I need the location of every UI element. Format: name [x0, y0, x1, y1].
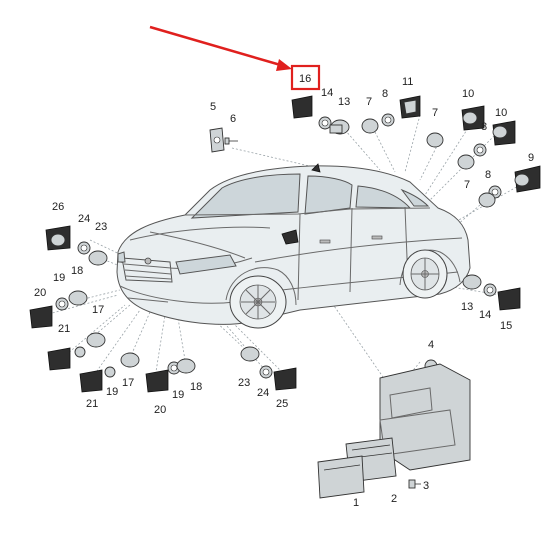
label-8: 8: [485, 169, 491, 181]
label-18: 18: [71, 265, 83, 277]
label-20: 20: [34, 287, 46, 299]
label-24: 24: [257, 387, 269, 399]
part-number-labels: 16 14 13 7 8 11 10 10 7 8 9 8 7 5 6 26 2…: [34, 73, 534, 509]
label-17: 17: [122, 377, 134, 389]
label-14: 14: [321, 87, 333, 99]
label-23: 23: [95, 221, 107, 233]
car-illustration: [116, 163, 471, 329]
highlight: [149, 25, 321, 91]
red-arrow-icon: [149, 25, 285, 68]
label-16: 16: [299, 73, 311, 85]
label-13: 13: [461, 301, 473, 313]
label-26: 26: [52, 201, 64, 213]
label-4: 4: [428, 339, 434, 351]
label-5: 5: [210, 101, 216, 113]
red-arrowhead-icon: [276, 59, 292, 71]
label-19: 19: [106, 386, 118, 398]
label-7: 7: [432, 107, 438, 119]
label-14: 14: [479, 309, 491, 321]
label-24: 24: [78, 213, 90, 225]
mirror: [281, 229, 299, 245]
label-21: 21: [58, 323, 70, 335]
label-11: 11: [402, 76, 413, 88]
label-7: 7: [366, 96, 372, 108]
label-8: 8: [481, 121, 487, 133]
label-21: 21: [86, 398, 98, 410]
label-9: 9: [528, 152, 534, 164]
label-10: 10: [462, 88, 474, 100]
label-10: 10: [495, 107, 507, 119]
label-23: 23: [238, 377, 250, 389]
label-13: 13: [338, 96, 350, 108]
label-19: 19: [172, 389, 184, 401]
label-7: 7: [464, 179, 470, 191]
label-8: 8: [382, 88, 388, 100]
label-19: 19: [53, 272, 65, 284]
label-25: 25: [276, 398, 288, 410]
rear-wheel: [402, 249, 448, 299]
parts: [29, 95, 541, 499]
label-1: 1: [353, 497, 359, 509]
label-17: 17: [92, 304, 104, 316]
front-wheel: [229, 275, 287, 329]
label-3: 3: [423, 480, 429, 492]
label-6: 6: [230, 113, 236, 125]
label-20: 20: [154, 404, 166, 416]
label-2: 2: [391, 493, 397, 505]
label-15: 15: [500, 320, 512, 332]
part-16-highlight-box: [290, 64, 321, 91]
label-18: 18: [190, 381, 202, 393]
